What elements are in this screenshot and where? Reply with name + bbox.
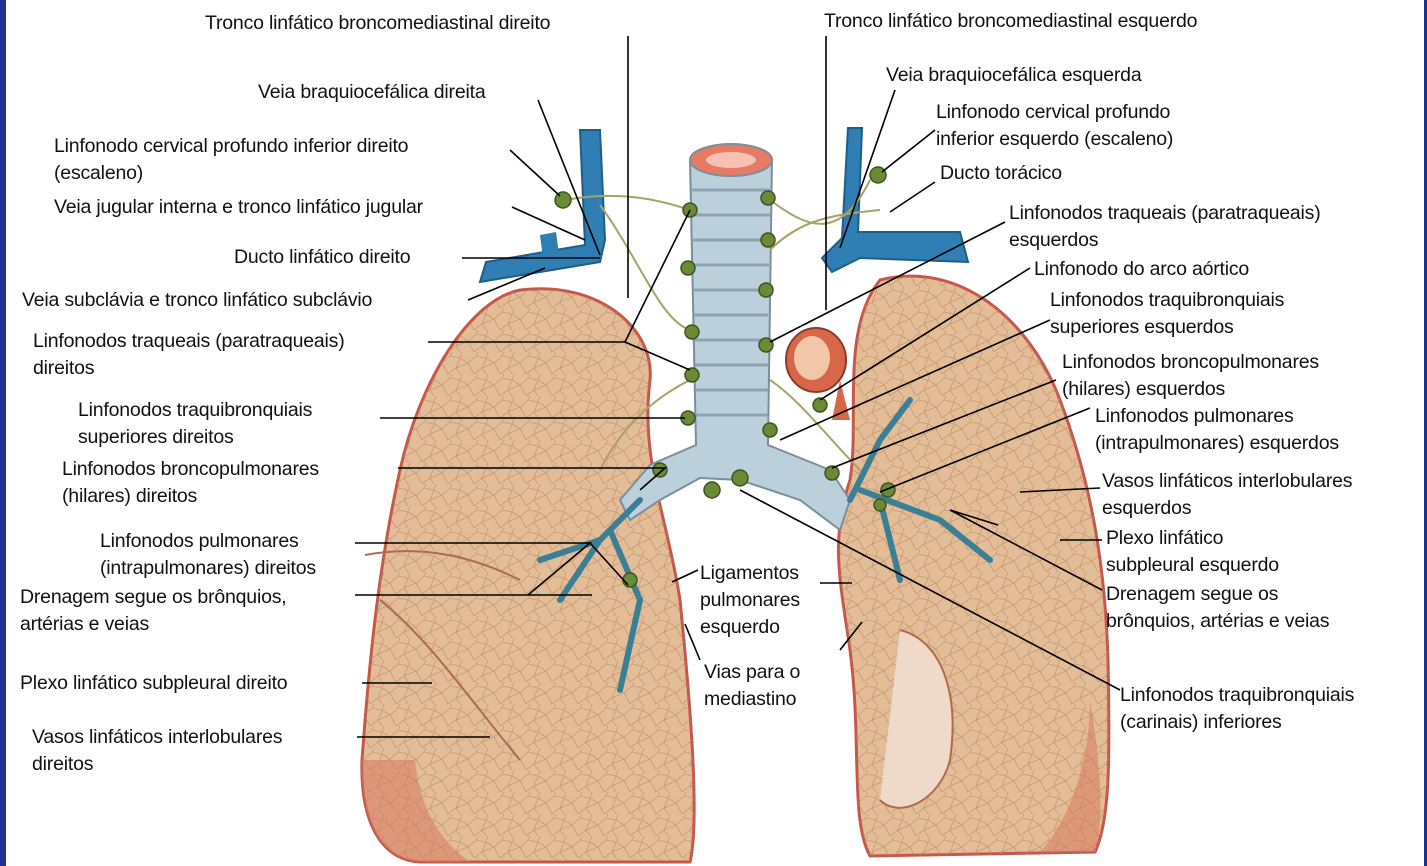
label-vasos-interlob-dir-2: direitos xyxy=(32,751,93,778)
label-ligamentos-2: pulmonares xyxy=(700,587,800,614)
label-vias-2: mediastino xyxy=(704,686,796,713)
label-linf-traqbr-sup-esq-2: superiores esquerdos xyxy=(1050,314,1234,341)
label-linf-pulm-dir-2: (intrapulmonares) direitos xyxy=(100,555,316,582)
label-linf-pulm-esq-2: (intrapulmonares) esquerdos xyxy=(1095,430,1339,457)
label-linf-carinais-2: (carinais) inferiores xyxy=(1120,709,1282,736)
label-vias-1: Vias para o xyxy=(704,659,800,686)
label-drenagem-esq-2: brônquios, artérias e veias xyxy=(1106,608,1329,635)
label-tronco-bronco-dir: Tronco linfático broncomediastinal direi… xyxy=(205,10,550,37)
label-linf-broncopulm-esq-2: (hilares) esquerdos xyxy=(1062,376,1225,403)
left-frame-bar xyxy=(0,0,6,866)
label-linf-cerv-esq-2: inferior esquerdo (escaleno) xyxy=(936,126,1173,153)
label-vasos-interlob-dir-1: Vasos linfáticos interlobulares xyxy=(32,724,282,751)
label-vasos-interlob-esq-1: Vasos linfáticos interlobulares xyxy=(1102,468,1352,495)
label-linf-broncopulm-dir-2: (hilares) direitos xyxy=(62,483,197,510)
label-veia-subclavia: Veia subclávia e tronco linfático subclá… xyxy=(22,287,372,314)
label-linf-broncopulm-dir-1: Linfonodos broncopulmonares xyxy=(62,456,319,483)
label-veia-braq-dir: Veia braquiocefálica direita xyxy=(258,79,485,106)
label-plexo-esq-2: subpleural esquerdo xyxy=(1106,552,1279,579)
label-drenagem-dir-1: Drenagem segue os brônquios, xyxy=(20,584,287,611)
label-linf-broncopulm-esq-1: Linfonodos broncopulmonares xyxy=(1062,349,1319,376)
label-linf-cerv-dir-1: Linfonodo cervical profundo inferior dir… xyxy=(54,133,408,160)
label-ducto-toracico: Ducto torácico xyxy=(940,160,1062,187)
label-linf-cerv-esq-1: Linfonodo cervical profundo xyxy=(936,99,1170,126)
label-linf-traqbr-sup-dir-1: Linfonodos traquibronquiais xyxy=(78,397,312,424)
label-ligamentos-1: Ligamentos xyxy=(700,560,799,587)
label-plexo-esq-1: Plexo linfático xyxy=(1106,525,1223,552)
label-linf-traqbr-sup-esq-1: Linfonodos traquibronquiais xyxy=(1050,287,1284,314)
label-linf-traq-esq-1: Linfonodos traqueais (paratraqueais) xyxy=(1009,200,1321,227)
label-veia-braq-esq: Veia braquiocefálica esquerda xyxy=(886,62,1141,89)
label-ligamentos-3: esquerdo xyxy=(700,614,780,641)
label-linf-traqbr-sup-dir-2: superiores direitos xyxy=(78,424,234,451)
label-drenagem-esq-1: Drenagem segue os xyxy=(1106,581,1278,608)
label-linf-traq-esq-2: esquerdos xyxy=(1009,227,1098,254)
label-linf-cerv-dir-2: (escaleno) xyxy=(54,160,143,187)
right-lung xyxy=(362,289,694,862)
label-linf-pulm-esq-1: Linfonodos pulmonares xyxy=(1095,403,1294,430)
label-linf-traq-dir-1: Linfonodos traqueais (paratraqueais) xyxy=(33,328,345,355)
label-veia-jugular: Veia jugular interna e tronco linfático … xyxy=(54,194,423,221)
label-linf-pulm-dir-1: Linfonodos pulmonares xyxy=(100,528,299,555)
label-linf-carinais-1: Linfonodos traquibronquiais xyxy=(1120,682,1354,709)
label-linf-arco: Linfonodo do arco aórtico xyxy=(1034,256,1249,283)
label-linf-traq-dir-2: direitos xyxy=(33,355,94,382)
label-ducto-linf-dir: Ducto linfático direito xyxy=(234,244,410,271)
label-drenagem-dir-2: artérias e veias xyxy=(20,611,149,638)
label-plexo-dir: Plexo linfático subpleural direito xyxy=(20,670,287,697)
label-tronco-bronco-esq: Tronco linfático broncomediastinal esque… xyxy=(824,8,1197,35)
label-vasos-interlob-esq-2: esquerdos xyxy=(1102,495,1191,522)
